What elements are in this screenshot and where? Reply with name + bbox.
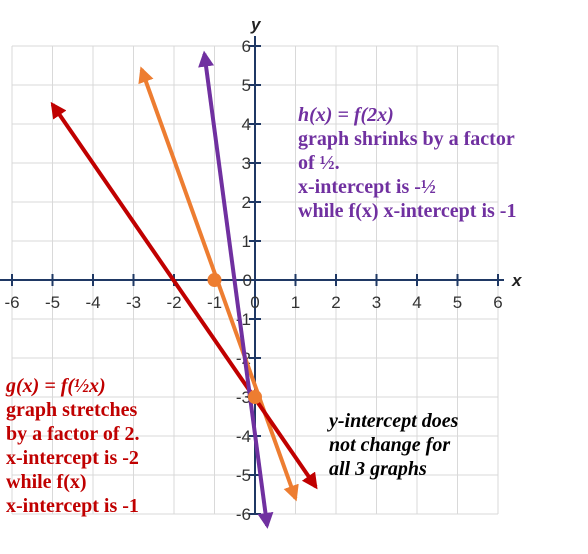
x-axis-label: x	[511, 271, 523, 290]
annotation-h-line: of ½.	[298, 152, 340, 174]
annotation-g-line: while f(x)	[6, 471, 87, 493]
annotation-h: h(x) = f(2x) graph shrinks by a factor o…	[298, 103, 516, 223]
annotation-g-line: by a factor of 2.	[6, 423, 140, 445]
annotation-h-line: graph shrinks by a factor	[298, 128, 515, 150]
x-tick-label: 4	[412, 293, 421, 312]
x-tick-label: 2	[331, 293, 340, 312]
annotation-h-line: while f(x) x-intercept is -1	[298, 200, 517, 222]
x-tick-label: -3	[126, 293, 141, 312]
annotation-g-line: graph stretches	[6, 399, 138, 421]
annotation-y-line: y-intercept does	[329, 410, 459, 432]
y-tick-label: -6	[236, 505, 251, 524]
annotation-g-line: x-intercept is -1	[6, 495, 139, 517]
x-tick-label: -6	[4, 293, 19, 312]
annotation-g-title: g(x) = f(½x)	[6, 375, 106, 397]
x-tick-label: 6	[493, 293, 502, 312]
y-tick-label: 3	[242, 154, 251, 173]
x-tick-label: 0	[250, 293, 259, 312]
annotation-h-line: x-intercept is -½	[298, 176, 436, 198]
x-tick-label: -4	[85, 293, 100, 312]
x-tick-label: 3	[372, 293, 381, 312]
x-tick-label: 1	[291, 293, 300, 312]
y-tick-label: 4	[242, 115, 251, 134]
y-tick-label: 5	[242, 76, 251, 95]
x-tick-label: -5	[45, 293, 60, 312]
annotation-g: g(x) = f(½x) graph stretches by a factor…	[6, 374, 140, 518]
y-tick-label: -4	[236, 427, 251, 446]
intercept-point	[207, 273, 222, 287]
y-axis-label: y	[250, 15, 262, 34]
annotation-y-line: not change for	[329, 434, 451, 456]
intercept-point	[248, 390, 262, 404]
x-tick-label: -2	[166, 293, 181, 312]
annotation-y-intercept: y-intercept does not change for all 3 gr…	[329, 409, 458, 481]
y-tick-label: 2	[242, 193, 251, 212]
y-tick-label: 6	[242, 37, 251, 56]
series-line-h	[198, 50, 274, 529]
annotation-g-line: x-intercept is -2	[6, 447, 139, 469]
annotation-y-line: all 3 graphs	[329, 458, 427, 480]
y-tick-label: 0	[243, 271, 252, 290]
annotation-h-title: h(x) = f(2x)	[298, 104, 394, 126]
marked-points	[207, 273, 262, 404]
y-tick-label: 1	[242, 232, 251, 251]
y-tick-label: -5	[236, 466, 251, 485]
x-tick-label: -1	[207, 293, 222, 312]
x-tick-label: 5	[453, 293, 462, 312]
